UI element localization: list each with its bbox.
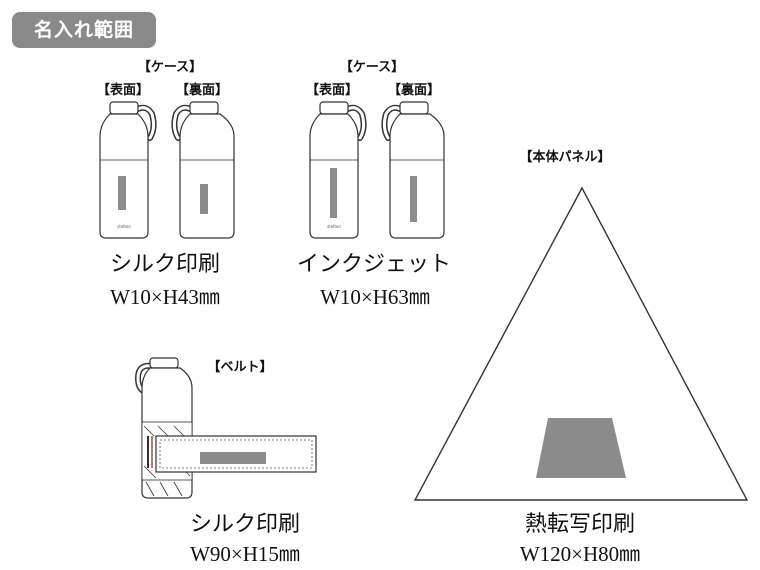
panel-triangle xyxy=(413,186,749,501)
silk-back-print-area xyxy=(200,184,208,214)
silk-size-caption: W10×H43㎜ xyxy=(110,285,220,309)
belt-label: 【ベルト】 xyxy=(207,360,273,375)
silk-front-label: 【表面】 xyxy=(96,83,149,98)
panel-print-area xyxy=(536,418,626,478)
silk-back-label: 【裏面】 xyxy=(175,83,228,98)
inkjet-method-caption: インクジェット xyxy=(296,252,451,277)
inkjet-front-print-area xyxy=(330,168,337,218)
inkjet-back-print-area xyxy=(410,176,417,222)
silk-case-label: 【ケース】 xyxy=(137,60,203,75)
inkjet-front-bottle: stelton xyxy=(309,101,367,239)
bottle-brand-text: stelton xyxy=(327,224,341,229)
silk-front-print-area xyxy=(118,176,126,210)
belt-method-caption: シルク印刷 xyxy=(189,512,300,537)
panel-size-caption: W120×H80㎜ xyxy=(519,542,641,566)
inkjet-case-label: 【ケース】 xyxy=(339,60,405,75)
belt-print-area xyxy=(200,452,266,464)
belt-size-caption: W90×H15㎜ xyxy=(190,542,300,566)
inkjet-back-label: 【裏面】 xyxy=(387,83,440,98)
silk-front-bottle: stelton xyxy=(99,101,157,239)
inkjet-back-bottle xyxy=(381,101,445,239)
panel-method-caption: 熱転写印刷 xyxy=(524,512,635,537)
bottle-brand-text: stelton xyxy=(117,224,131,229)
panel-label: 【本体パネル】 xyxy=(519,150,611,165)
inkjet-size-caption: W10×H63㎜ xyxy=(320,285,430,309)
inkjet-front-label: 【表面】 xyxy=(305,83,358,98)
silk-back-bottle xyxy=(171,101,235,239)
belt-bottle-illustration xyxy=(134,357,317,499)
section-title-badge: 名入れ範囲 xyxy=(12,12,156,48)
silk-method-caption: シルク印刷 xyxy=(109,252,220,277)
